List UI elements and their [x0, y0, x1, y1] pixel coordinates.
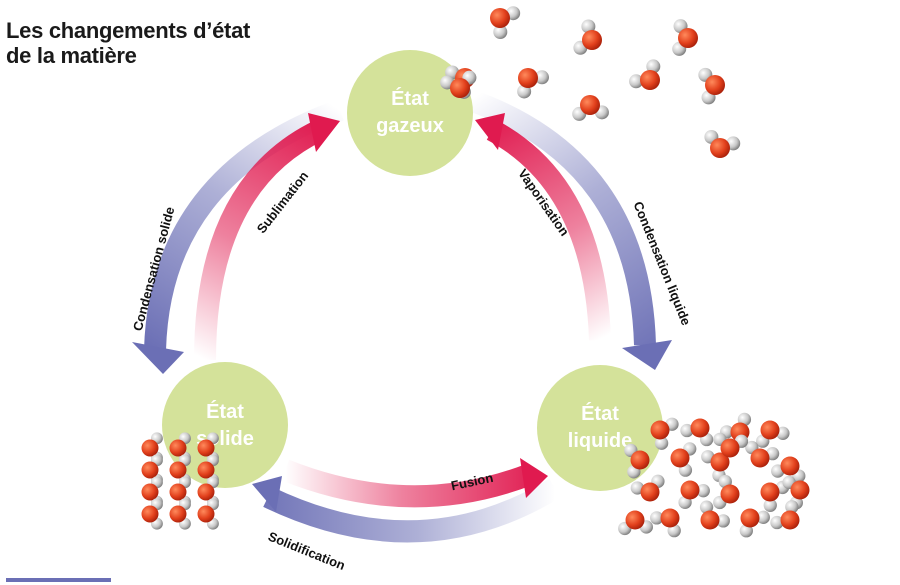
oxygen-atom: [780, 510, 800, 530]
hydrogen-atom: [680, 423, 694, 438]
oxygen-atom: [141, 461, 159, 479]
hydrogen-atom: [770, 515, 784, 530]
state-liquid: État liquide: [537, 365, 663, 491]
hydrogen-atom: [716, 514, 730, 528]
oxygen-atom: [580, 95, 600, 115]
oxygen-atom: [760, 482, 780, 502]
oxygen-atom: [710, 138, 730, 158]
oxygen-atom: [518, 68, 538, 88]
arrow-solidification: [252, 476, 561, 543]
bottom-rule: [6, 578, 111, 582]
oxygen-atom: [740, 508, 760, 528]
oxygen-atom: [197, 439, 215, 457]
arrow-sublimation: [194, 113, 340, 361]
state-liquid-line2: liquide: [568, 430, 632, 452]
hydrogen-atom: [493, 24, 508, 39]
solid-molecules: [141, 432, 219, 530]
oxygen-atom: [169, 461, 187, 479]
oxygen-atom: [141, 483, 159, 501]
title-line-1: Les changements d’état: [6, 18, 251, 43]
hydrogen-atom: [756, 510, 770, 524]
oxygen-atom: [670, 448, 690, 468]
oxygen-atom: [169, 483, 187, 501]
hydrogen-atom: [699, 500, 714, 514]
oxygen-atom: [197, 505, 215, 523]
oxygen-atom: [169, 439, 187, 457]
oxygen-atom: [705, 75, 725, 95]
state-gas-line2: gazeux: [376, 115, 444, 137]
oxygen-atom: [197, 461, 215, 479]
oxygen-atom: [640, 482, 660, 502]
oxygen-atom: [630, 450, 650, 470]
oxygen-atom: [680, 480, 700, 500]
hydrogen-atom: [581, 19, 596, 34]
hydrogen-atom: [534, 70, 549, 85]
hydrogen-atom: [696, 484, 710, 498]
state-gas-line1: État: [391, 87, 429, 110]
oxygen-atom: [720, 484, 740, 504]
hydrogen-atom: [650, 511, 664, 525]
oxygen-atom: [490, 8, 510, 28]
hydrogen-atom: [776, 426, 790, 440]
oxygen-atom: [141, 505, 159, 523]
oxygen-atom: [450, 78, 470, 98]
oxygen-atom: [720, 438, 740, 458]
oxygen-atom: [625, 510, 645, 530]
oxygen-atom: [780, 456, 800, 476]
hydrogen-atom: [629, 74, 644, 89]
oxygen-atom: [582, 30, 602, 50]
arrow-condensation-solide: [132, 99, 344, 374]
page-title: Les changements d’état de la matière: [6, 18, 250, 68]
arrow-condensation-liquide: [466, 89, 672, 370]
oxygen-atom: [710, 452, 730, 472]
oxygen-atom: [760, 420, 780, 440]
gas-molecules: [440, 6, 741, 158]
liquid-molecules: [618, 412, 810, 538]
hydrogen-atom: [763, 498, 777, 512]
oxygen-atom: [790, 480, 810, 500]
oxygen-atom: [678, 28, 698, 48]
state-solid-line1: État: [206, 400, 244, 423]
arrow-fusion: [280, 458, 548, 508]
oxygen-atom: [700, 510, 720, 530]
oxygen-atom: [640, 70, 660, 90]
label-solidification: Solidification: [266, 529, 347, 574]
oxygen-atom: [660, 508, 680, 528]
arrow-vaporisation: [475, 113, 611, 341]
state-liquid-line1: État: [581, 402, 619, 425]
oxygen-atom: [690, 418, 710, 438]
hydrogen-atom: [646, 59, 661, 74]
title-line-2: de la matière: [6, 43, 137, 68]
hydrogen-atom: [785, 500, 799, 514]
oxygen-atom: [750, 448, 770, 468]
oxygen-atom: [650, 420, 670, 440]
oxygen-atom: [141, 439, 159, 457]
oxygen-atom: [169, 505, 187, 523]
hydrogen-atom: [654, 436, 669, 450]
oxygen-atom: [197, 483, 215, 501]
